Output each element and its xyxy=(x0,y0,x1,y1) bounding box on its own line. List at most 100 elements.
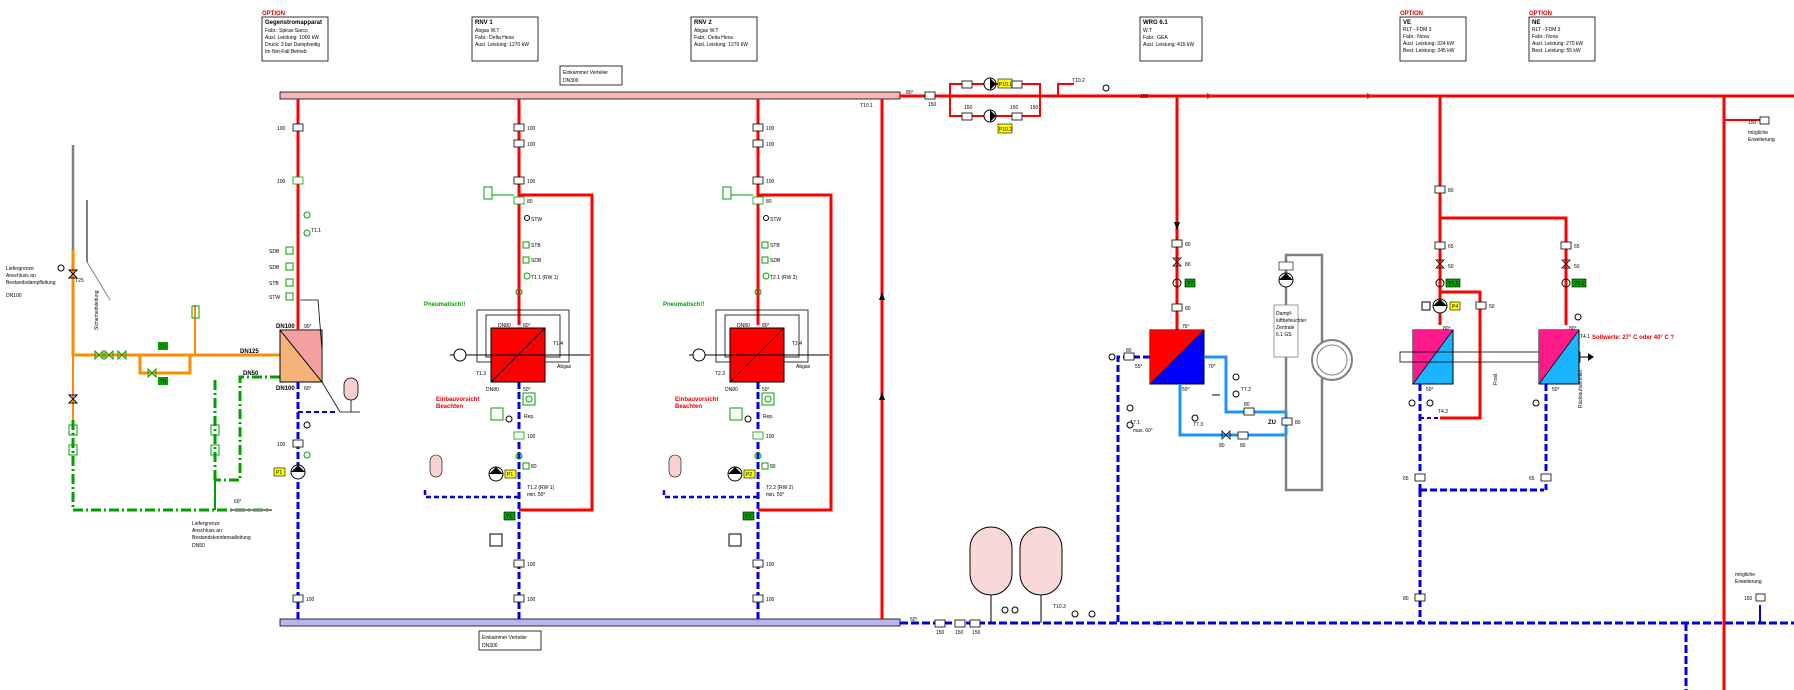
svg-text:DN80: DN80 xyxy=(737,323,750,329)
svg-text:100: 100 xyxy=(527,434,536,440)
svg-text:T4.2: T4.2 xyxy=(1438,409,1448,415)
svg-text:80: 80 xyxy=(1185,262,1191,268)
box-gegenstrom: OPTION Gegenstromapparat Fabr.: Spirax S… xyxy=(261,11,329,62)
svg-text:70°: 70° xyxy=(1208,364,1216,370)
svg-text:55°: 55° xyxy=(1135,364,1143,370)
svg-text:P1: P1 xyxy=(276,470,282,476)
svg-text:80: 80 xyxy=(531,464,537,470)
svg-text:RNV 2: RNV 2 xyxy=(694,20,712,26)
svg-text:50°: 50° xyxy=(1182,387,1190,393)
svg-text:50°: 50° xyxy=(762,387,770,393)
svg-text:STB: STB xyxy=(269,281,279,287)
svg-text:100: 100 xyxy=(277,126,286,132)
svg-text:P2: P2 xyxy=(746,472,752,478)
svg-text:Abgas: Abgas xyxy=(796,364,811,370)
svg-text:Y7: Y7 xyxy=(1187,281,1193,287)
svg-text:100: 100 xyxy=(527,142,536,148)
svg-text:DN125: DN125 xyxy=(240,349,259,355)
svg-text:100: 100 xyxy=(766,562,775,568)
svg-text:STB: STB xyxy=(770,243,780,249)
expansion-vessel-1 xyxy=(969,526,1013,596)
svg-text:P1: P1 xyxy=(507,472,513,478)
svg-text:80: 80 xyxy=(1185,306,1191,312)
svg-text:STB: STB xyxy=(531,243,541,249)
svg-text:P10.1: P10.1 xyxy=(999,82,1012,88)
svg-text:Y2: Y2 xyxy=(745,514,751,520)
svg-text:Th: Th xyxy=(160,344,166,350)
svg-text:NE: NE xyxy=(1532,20,1540,26)
svg-text:DN300: DN300 xyxy=(482,643,498,649)
svg-text:T10.1: T10.1 xyxy=(860,103,873,109)
svg-text:T4.1: T4.1 xyxy=(1580,334,1590,340)
svg-text:Fabr.: Nova: Fabr.: Nova xyxy=(1532,34,1558,40)
svg-text:150: 150 xyxy=(964,105,973,111)
svg-text:min. 50°: min. 50° xyxy=(527,492,545,498)
svg-text:ZU: ZU xyxy=(1268,420,1276,426)
svg-text:65: 65 xyxy=(1529,476,1535,482)
main-supply: 80° 150 P10.1 P10.2 150 150 150 T10.2 15… xyxy=(900,77,1794,690)
svg-text:80°: 80° xyxy=(1443,326,1451,332)
svg-text:T7.2: T7.2 xyxy=(1241,387,1251,393)
gegenstrom-riser: 100 100 T1.1 SDB SDB STB STW 100 P1 100 xyxy=(269,99,335,619)
ne-section: 65 50 Y5.1 T4.1 80° 50° Rücklaufsammler … xyxy=(1529,241,1674,490)
svg-text:50°: 50° xyxy=(1426,387,1434,393)
svg-text:80°: 80° xyxy=(523,323,531,329)
svg-text:T10.2: T10.2 xyxy=(1072,78,1085,84)
svg-text:Pneumatisch!!: Pneumatisch!! xyxy=(663,302,704,308)
svg-text:Anschluss an: Anschluss an xyxy=(6,273,36,279)
svg-text:W.T: W.T xyxy=(1143,28,1152,34)
svg-text:T7.1: T7.1 xyxy=(1130,420,1140,426)
svg-text:Gegenstromapparat: Gegenstromapparat xyxy=(265,20,322,26)
svg-text:80: 80 xyxy=(527,199,533,205)
svg-text:Fabr.: Nova: Fabr.: Nova xyxy=(1403,34,1429,40)
svg-text:Ausl. Leistung: 415 kW: Ausl. Leistung: 415 kW xyxy=(1143,42,1194,48)
svg-text:75°: 75° xyxy=(1182,324,1190,330)
svg-text:150: 150 xyxy=(928,102,937,108)
return-header xyxy=(279,618,901,627)
svg-text:90°: 90° xyxy=(304,324,312,330)
svg-text:Ausl. Leistung: 1270 kW: Ausl. Leistung: 1270 kW xyxy=(694,42,748,48)
svg-text:T2.4: T2.4 xyxy=(792,341,802,347)
svg-text:Rücklaufsammler: Rücklaufsammler xyxy=(1578,369,1584,408)
svg-text:50: 50 xyxy=(1574,264,1580,270)
svg-text:Dampf-: Dampf- xyxy=(1276,311,1293,317)
svg-text:150: 150 xyxy=(1156,621,1165,627)
svg-text:150: 150 xyxy=(955,630,964,636)
svg-text:DN50: DN50 xyxy=(243,371,259,377)
svg-text:150: 150 xyxy=(1140,94,1149,100)
svg-text:Fabr.: Delta Hexa: Fabr.: Delta Hexa xyxy=(475,35,514,41)
svg-text:100: 100 xyxy=(766,434,775,440)
svg-text:80: 80 xyxy=(1244,402,1250,408)
svg-text:6.1 GS: 6.1 GS xyxy=(1276,332,1292,338)
svg-text:Frost: Frost xyxy=(1493,373,1499,385)
svg-text:DN100: DN100 xyxy=(276,386,295,392)
svg-text:150: 150 xyxy=(972,630,981,636)
svg-text:80°: 80° xyxy=(1569,326,1577,332)
svg-text:60°: 60° xyxy=(910,617,918,623)
svg-text:60°: 60° xyxy=(234,499,242,505)
svg-text:Best. Leistung: 245 kW: Best. Leistung: 245 kW xyxy=(1403,48,1455,54)
svg-text:50°: 50° xyxy=(523,387,531,393)
svg-text:Th: Th xyxy=(160,379,166,385)
svg-text:65: 65 xyxy=(1448,244,1454,250)
svg-text:OPTION: OPTION xyxy=(1529,11,1552,17)
ve-section: 80 65 50 Y4.1 P4 50 80° 50° T4.2 Frost 6… xyxy=(1399,96,1594,623)
svg-text:Fabr.: Delta Hexa: Fabr.: Delta Hexa xyxy=(694,35,733,41)
main-return: 60° 150 150 150 150 T10.3 150 mögliche E… xyxy=(900,526,1794,690)
svg-text:100: 100 xyxy=(766,142,775,148)
header-bypass: T10.1 xyxy=(860,99,885,619)
svg-text:mögliche: mögliche xyxy=(1735,572,1755,578)
svg-text:SDB: SDB xyxy=(531,258,542,264)
svg-text:Einbauvorsicht: Einbauvorsicht xyxy=(675,397,718,403)
svg-text:OPTION: OPTION xyxy=(1400,11,1423,17)
svg-text:Zentrale: Zentrale xyxy=(1276,325,1295,331)
svg-text:T1.1: T1.1 xyxy=(311,228,321,234)
svg-text:80°: 80° xyxy=(762,323,770,329)
svg-text:100: 100 xyxy=(527,562,536,568)
box-ve: OPTION VE RLT - FDM 3 Fabr.: Nova Ausl. … xyxy=(1399,11,1467,62)
svg-text:T1.1 (RW 1): T1.1 (RW 1) xyxy=(531,275,558,281)
svg-text:T1.3: T1.3 xyxy=(476,371,486,377)
svg-text:Druck: 3 bar Dampfseitig: Druck: 3 bar Dampfseitig xyxy=(265,42,320,48)
svg-text:100: 100 xyxy=(277,442,286,448)
